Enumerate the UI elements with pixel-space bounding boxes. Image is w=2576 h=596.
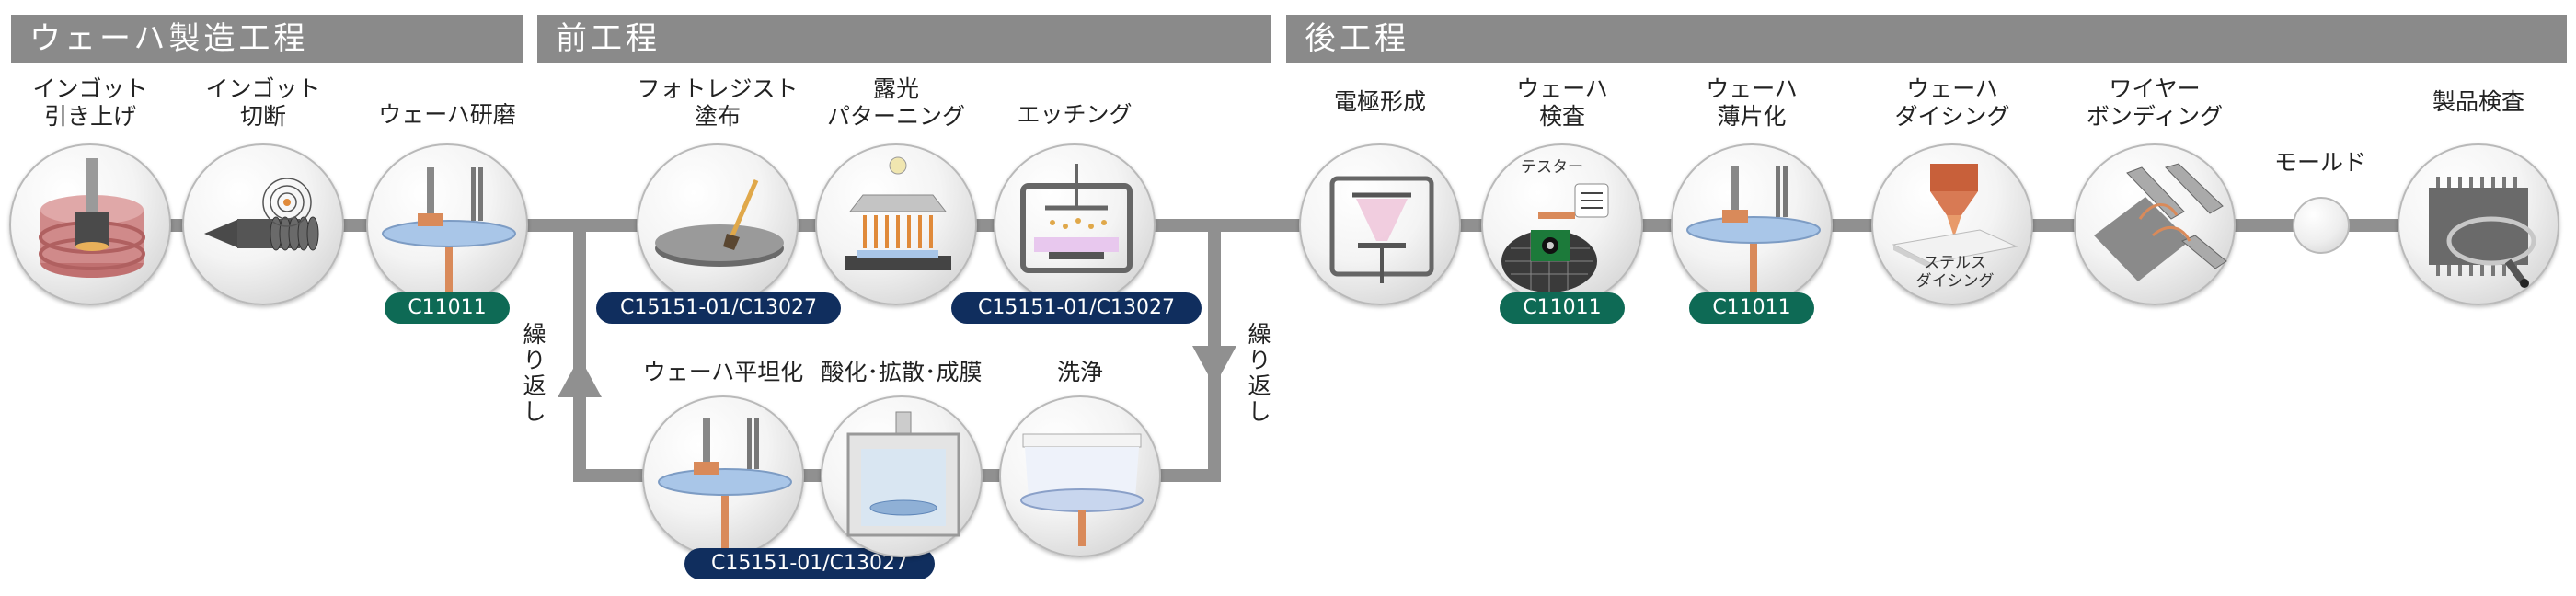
step-cleaning — [999, 395, 1161, 557]
device-badge-photoresist: C15151-01/C13027 — [596, 292, 841, 324]
etching-chamber-icon — [1020, 164, 1133, 273]
loop-down-arrow — [1192, 346, 1236, 386]
step-ingot-cut — [182, 143, 344, 305]
chip-inspection-icon — [2429, 177, 2536, 288]
step-dicing — [1871, 143, 2033, 305]
step-planarize — [642, 395, 804, 557]
step-oxidation — [821, 395, 983, 557]
step-bonding — [2074, 143, 2236, 305]
step-mold — [2293, 197, 2350, 254]
wafer-thinning-icon — [1686, 166, 1821, 296]
step-product-inspect — [2398, 143, 2559, 305]
step-electrode — [1299, 143, 1461, 305]
step-wafer-grind — [366, 143, 528, 305]
step-label-oxidation: 酸化･拡散･成膜 — [821, 359, 983, 385]
loop-label-right: 繰 り 返 し — [1248, 321, 1271, 425]
device-badge-inspect: C11011 — [1500, 292, 1625, 324]
step-label-ingot-cut: インゴット 切断 — [205, 75, 321, 130]
step-label-wafer-inspect: ウェーハ 検査 — [1516, 75, 1608, 130]
stealth-dicing-icon — [1892, 164, 2018, 269]
resist-coating-icon — [655, 179, 784, 267]
step-label-bonding: ワイヤー ボンディング — [2086, 75, 2224, 130]
sub-label-tester: テスター — [1521, 158, 1583, 177]
step-label-electrode: 電極形成 — [1333, 88, 1426, 115]
ingot-furnace-icon — [39, 158, 145, 278]
step-label-photoresist: フォトレジスト 塗布 — [637, 75, 799, 130]
step-ingot-pull — [9, 143, 171, 305]
step-label-ingot-pull: インゴット 引き上げ — [32, 75, 148, 130]
step-label-cleaning: 洗浄 — [1056, 359, 1103, 385]
section-header-front-end: 前工程 — [537, 15, 1271, 63]
step-label-mold: モールド — [2273, 149, 2366, 176]
loop-left-vertical-line — [573, 219, 586, 482]
wafer-tester-icon — [1501, 183, 1609, 292]
step-photoresist — [637, 143, 799, 305]
step-label-wafer-grind: ウェーハ研磨 — [378, 101, 516, 128]
exposure-lamp-icon — [845, 156, 951, 270]
step-exposure — [815, 143, 977, 305]
cleaning-icon — [1020, 433, 1144, 546]
step-wafer-inspect — [1481, 143, 1643, 305]
loop-up-arrow — [558, 357, 602, 397]
ingot-slicing-icon — [204, 178, 319, 251]
loop-label-left: 繰 り 返 し — [523, 321, 546, 425]
electrode-deposition-icon — [1329, 176, 1434, 283]
step-label-exposure: 露光 パターニング — [826, 75, 965, 130]
wire-bonding-icon — [2094, 163, 2227, 281]
planarize-icon — [658, 418, 792, 548]
step-label-planarize: ウェーハ平坦化 — [642, 359, 804, 385]
step-thinning — [1671, 143, 1833, 305]
step-label-product-inspect: 製品検査 — [2432, 88, 2524, 115]
wafer-grind-icon — [382, 167, 516, 296]
oxidation-furnace-icon — [846, 411, 960, 537]
section-header-wafer-manufacturing: ウェーハ製造工程 — [11, 15, 523, 63]
step-label-thinning: ウェーハ 薄片化 — [1706, 75, 1798, 130]
step-etching — [994, 143, 1156, 305]
device-badge-thinning: C11011 — [1689, 292, 1814, 324]
step-label-etching: エッチング — [1017, 101, 1133, 128]
section-header-back-end: 後工程 — [1286, 15, 2567, 63]
sub-label-stealth-dicing: ステルス ダイシング — [1915, 254, 1995, 291]
device-badge-grind: C11011 — [385, 292, 510, 324]
device-badge-etching: C15151-01/C13027 — [951, 292, 1202, 324]
step-label-dicing: ウェーハ ダイシング — [1894, 75, 2010, 130]
